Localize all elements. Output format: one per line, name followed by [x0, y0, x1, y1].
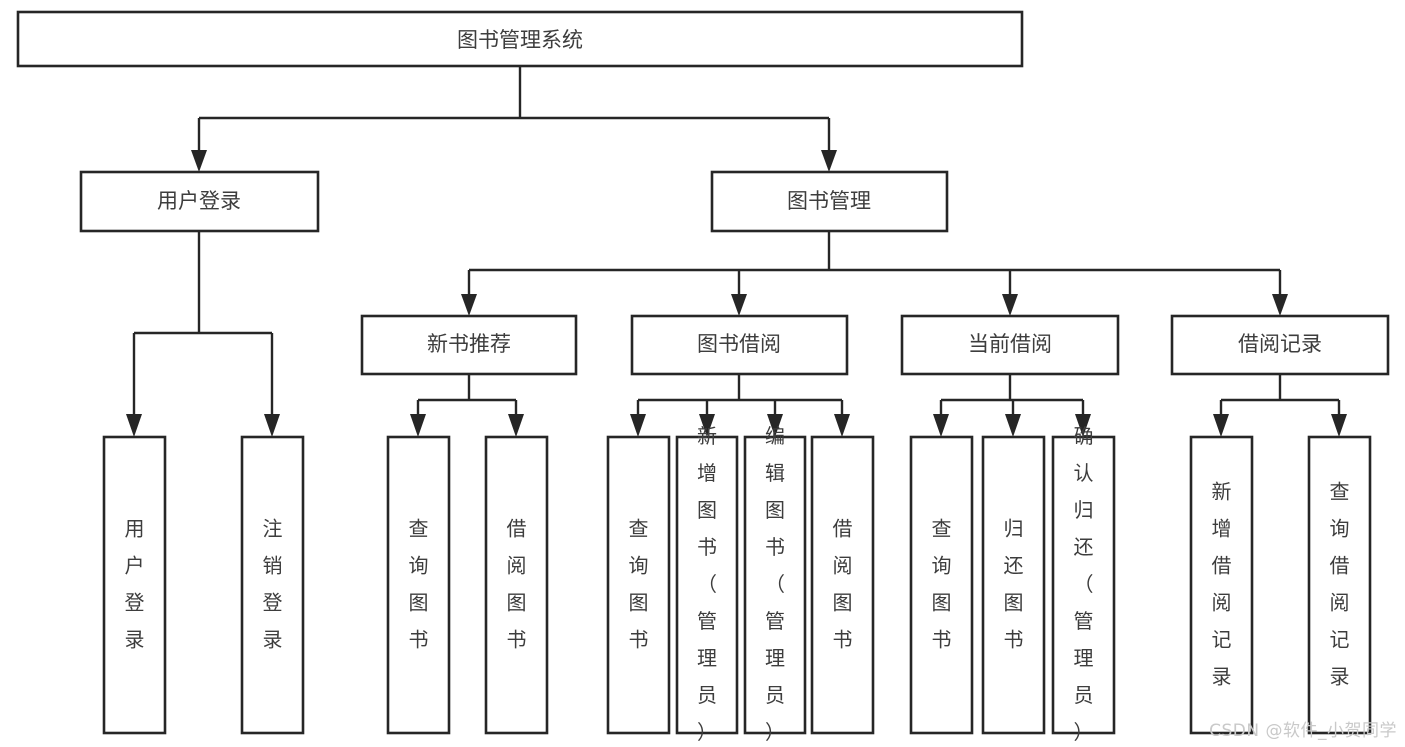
node-book-borrow-box[interactable]	[630, 314, 849, 376]
node-leaf-user-login-label: 用户登录	[125, 517, 145, 652]
node-borrow-record-box[interactable]	[1170, 314, 1390, 376]
node-leaf-query-book-cb-box[interactable]	[909, 435, 974, 735]
node-leaf-query-book-cb-label: 查询图书	[932, 517, 952, 652]
arrow-to-leaf-query-book-bb	[630, 414, 646, 437]
node-leaf-query-record-box[interactable]	[1307, 435, 1372, 735]
node-book-manage[interactable]: 图书管理	[710, 170, 949, 233]
node-leaf-query-book-rec[interactable]: 查询图书	[386, 435, 451, 735]
arrow-to-borrow-record	[1272, 294, 1288, 316]
node-leaf-edit-book-box[interactable]	[743, 435, 807, 735]
node-leaf-query-book-bb-label: 查询图书	[629, 517, 649, 652]
node-user-login-label: 用户登录	[157, 189, 241, 213]
arrow-to-leaf-add-book	[699, 414, 715, 437]
node-leaf-user-login-box[interactable]	[102, 435, 167, 735]
node-leaf-borrow-book-rec[interactable]: 借阅图书	[484, 435, 549, 735]
node-book-borrow[interactable]: 图书借阅	[630, 314, 849, 376]
node-book-borrow-label: 图书借阅	[697, 332, 781, 356]
arrow-to-leaf-add-record	[1213, 414, 1229, 437]
node-borrow-record-label: 借阅记录	[1238, 332, 1322, 356]
node-leaf-borrow-book-bb-label: 借阅图书	[833, 517, 853, 652]
arrow-to-leaf-query-book-rec	[410, 414, 426, 437]
node-current-borrow[interactable]: 当前借阅	[900, 314, 1120, 376]
node-leaf-query-book-rec-label: 查询图书	[409, 517, 429, 652]
node-leaf-return-book[interactable]: 归还图书	[981, 435, 1046, 735]
csdn-watermark: CSDN @软件_小贺同学	[1209, 721, 1397, 741]
arrow-to-leaf-user-login	[126, 414, 142, 437]
node-leaf-confirm-return-box[interactable]	[1051, 435, 1116, 735]
node-leaf-query-book-rec-box[interactable]	[386, 435, 451, 735]
node-borrow-record[interactable]: 借阅记录	[1170, 314, 1390, 376]
node-layer: 图书管理系统 用户登录 图书管理 新书推荐 图书借阅 当前	[16, 10, 1390, 744]
node-leaf-add-book-box[interactable]	[675, 435, 739, 735]
node-leaf-add-book[interactable]: 新增图书（管理员）	[675, 424, 739, 744]
leaf-node-layer: 用户登录 注销登录 查询图书 借阅图书 查询图书 新增图书（管理员） 编辑图书（管理员） 借阅…	[102, 424, 1372, 744]
node-book-manage-box[interactable]	[710, 170, 949, 233]
arrow-to-new-book-rec	[461, 294, 477, 316]
node-leaf-borrow-book-rec-box[interactable]	[484, 435, 549, 735]
node-leaf-query-record-label: 查询借阅记录	[1330, 480, 1350, 689]
node-root-label: 图书管理系统	[457, 28, 583, 52]
node-leaf-user-login[interactable]: 用户登录	[102, 435, 167, 735]
node-new-book-rec-label: 新书推荐	[427, 332, 511, 356]
node-leaf-edit-book[interactable]: 编辑图书（管理员）	[743, 424, 807, 744]
connector-user-login-branch	[132, 231, 274, 417]
node-book-manage-label: 图书管理	[787, 189, 871, 213]
connector-current-borrow-branch	[939, 374, 1085, 417]
node-leaf-add-record-label: 新增借阅记录	[1212, 480, 1232, 689]
node-user-login[interactable]: 用户登录	[79, 170, 320, 233]
connector-root-trunk	[197, 66, 831, 152]
node-leaf-confirm-return[interactable]: 确认归还（管理员）	[1051, 424, 1116, 744]
node-leaf-query-book-bb[interactable]: 查询图书	[606, 435, 671, 735]
connector-new-book-rec-branch	[416, 374, 518, 417]
node-leaf-query-record[interactable]: 查询借阅记录	[1307, 435, 1372, 735]
arrow-to-leaf-logout	[264, 414, 280, 437]
connector-layer	[126, 66, 1347, 437]
node-leaf-borrow-book-rec-label: 借阅图书	[507, 517, 527, 652]
node-leaf-borrow-book-bb-box[interactable]	[810, 435, 875, 735]
arrow-to-book-borrow	[731, 294, 747, 316]
arrow-to-leaf-borrow-book-bb	[834, 414, 850, 437]
arrow-to-leaf-query-record	[1331, 414, 1347, 437]
node-current-borrow-label: 当前借阅	[968, 332, 1052, 356]
node-current-borrow-box[interactable]	[900, 314, 1120, 376]
node-leaf-add-book-label: 新增图书（管理员）	[697, 424, 717, 744]
node-new-book-rec-box[interactable]	[360, 314, 578, 376]
node-leaf-logout[interactable]: 注销登录	[240, 435, 305, 735]
arrow-to-leaf-confirm-return	[1075, 414, 1091, 437]
arrow-to-book-manage	[821, 150, 837, 172]
node-leaf-edit-book-label: 编辑图书（管理员）	[765, 424, 785, 744]
node-root-box[interactable]	[16, 10, 1024, 68]
arrow-to-leaf-query-book-cb	[933, 414, 949, 437]
arrow-to-leaf-edit-book	[767, 414, 783, 437]
node-leaf-add-record-box[interactable]	[1189, 435, 1254, 735]
connector-borrow-record-branch	[1219, 374, 1341, 417]
node-leaf-logout-label: 注销登录	[263, 517, 283, 652]
node-leaf-query-book-bb-box[interactable]	[606, 435, 671, 735]
arrow-to-current-borrow	[1002, 294, 1018, 316]
arrow-to-user-login	[191, 150, 207, 172]
connector-book-borrow-branch	[636, 374, 844, 417]
node-root[interactable]: 图书管理系统	[16, 10, 1024, 68]
node-leaf-add-record[interactable]: 新增借阅记录	[1189, 435, 1254, 735]
connector-book-manage-branch	[467, 231, 1282, 296]
node-leaf-query-book-cb[interactable]: 查询图书	[909, 435, 974, 735]
arrow-to-leaf-return-book	[1005, 414, 1021, 437]
node-leaf-borrow-book-bb[interactable]: 借阅图书	[810, 435, 875, 735]
node-user-login-box[interactable]	[79, 170, 320, 233]
node-leaf-logout-box[interactable]	[240, 435, 305, 735]
arrow-to-leaf-borrow-book-rec	[508, 414, 524, 437]
node-leaf-return-book-label: 归还图书	[1004, 517, 1024, 652]
node-new-book-rec[interactable]: 新书推荐	[360, 314, 578, 376]
node-leaf-return-book-box[interactable]	[981, 435, 1046, 735]
node-leaf-confirm-return-label: 确认归还（管理员）	[1074, 424, 1094, 744]
